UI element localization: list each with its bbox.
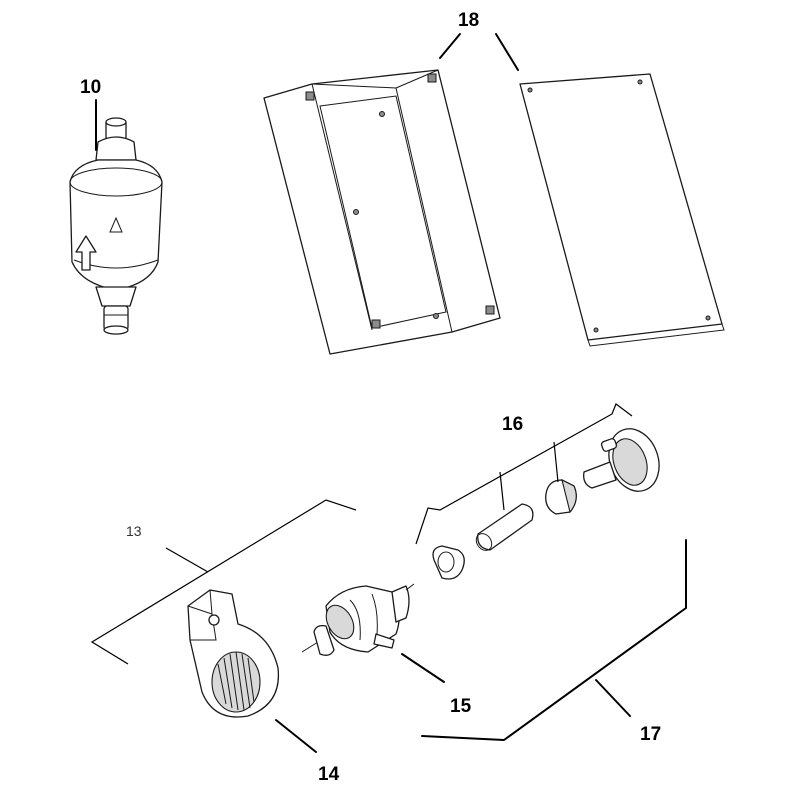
callout-16-label: 16	[502, 414, 523, 435]
callout-18-label: 18	[458, 10, 479, 31]
part-16-cap	[583, 428, 660, 492]
callout-15: 15	[401, 653, 472, 717]
callout-10-label: 10	[80, 77, 101, 98]
part-16-pipe	[475, 503, 534, 551]
callout-10: 10	[80, 77, 101, 151]
part-10-fuel-filter	[69, 117, 163, 335]
bracket-rubber-ribs	[217, 651, 255, 711]
part-16-clamp	[432, 545, 465, 580]
callout-16: 16	[415, 403, 633, 545]
callout-14-label: 14	[318, 764, 340, 785]
callout-17-label: 17	[640, 724, 661, 745]
callout-14: 14	[275, 719, 340, 785]
part-18-housing-box	[263, 69, 501, 355]
callout-17: 17	[421, 539, 687, 745]
callout-18: 18	[439, 10, 519, 71]
part-16-clip	[545, 478, 577, 515]
callout-15-label: 15	[450, 696, 472, 717]
part-15-fuel-pump	[301, 583, 415, 656]
part-18-cover-plate	[519, 73, 725, 347]
callout-13: 13	[90, 499, 357, 665]
part-14-bracket	[187, 589, 280, 718]
callout-13-label: 13	[126, 523, 142, 539]
